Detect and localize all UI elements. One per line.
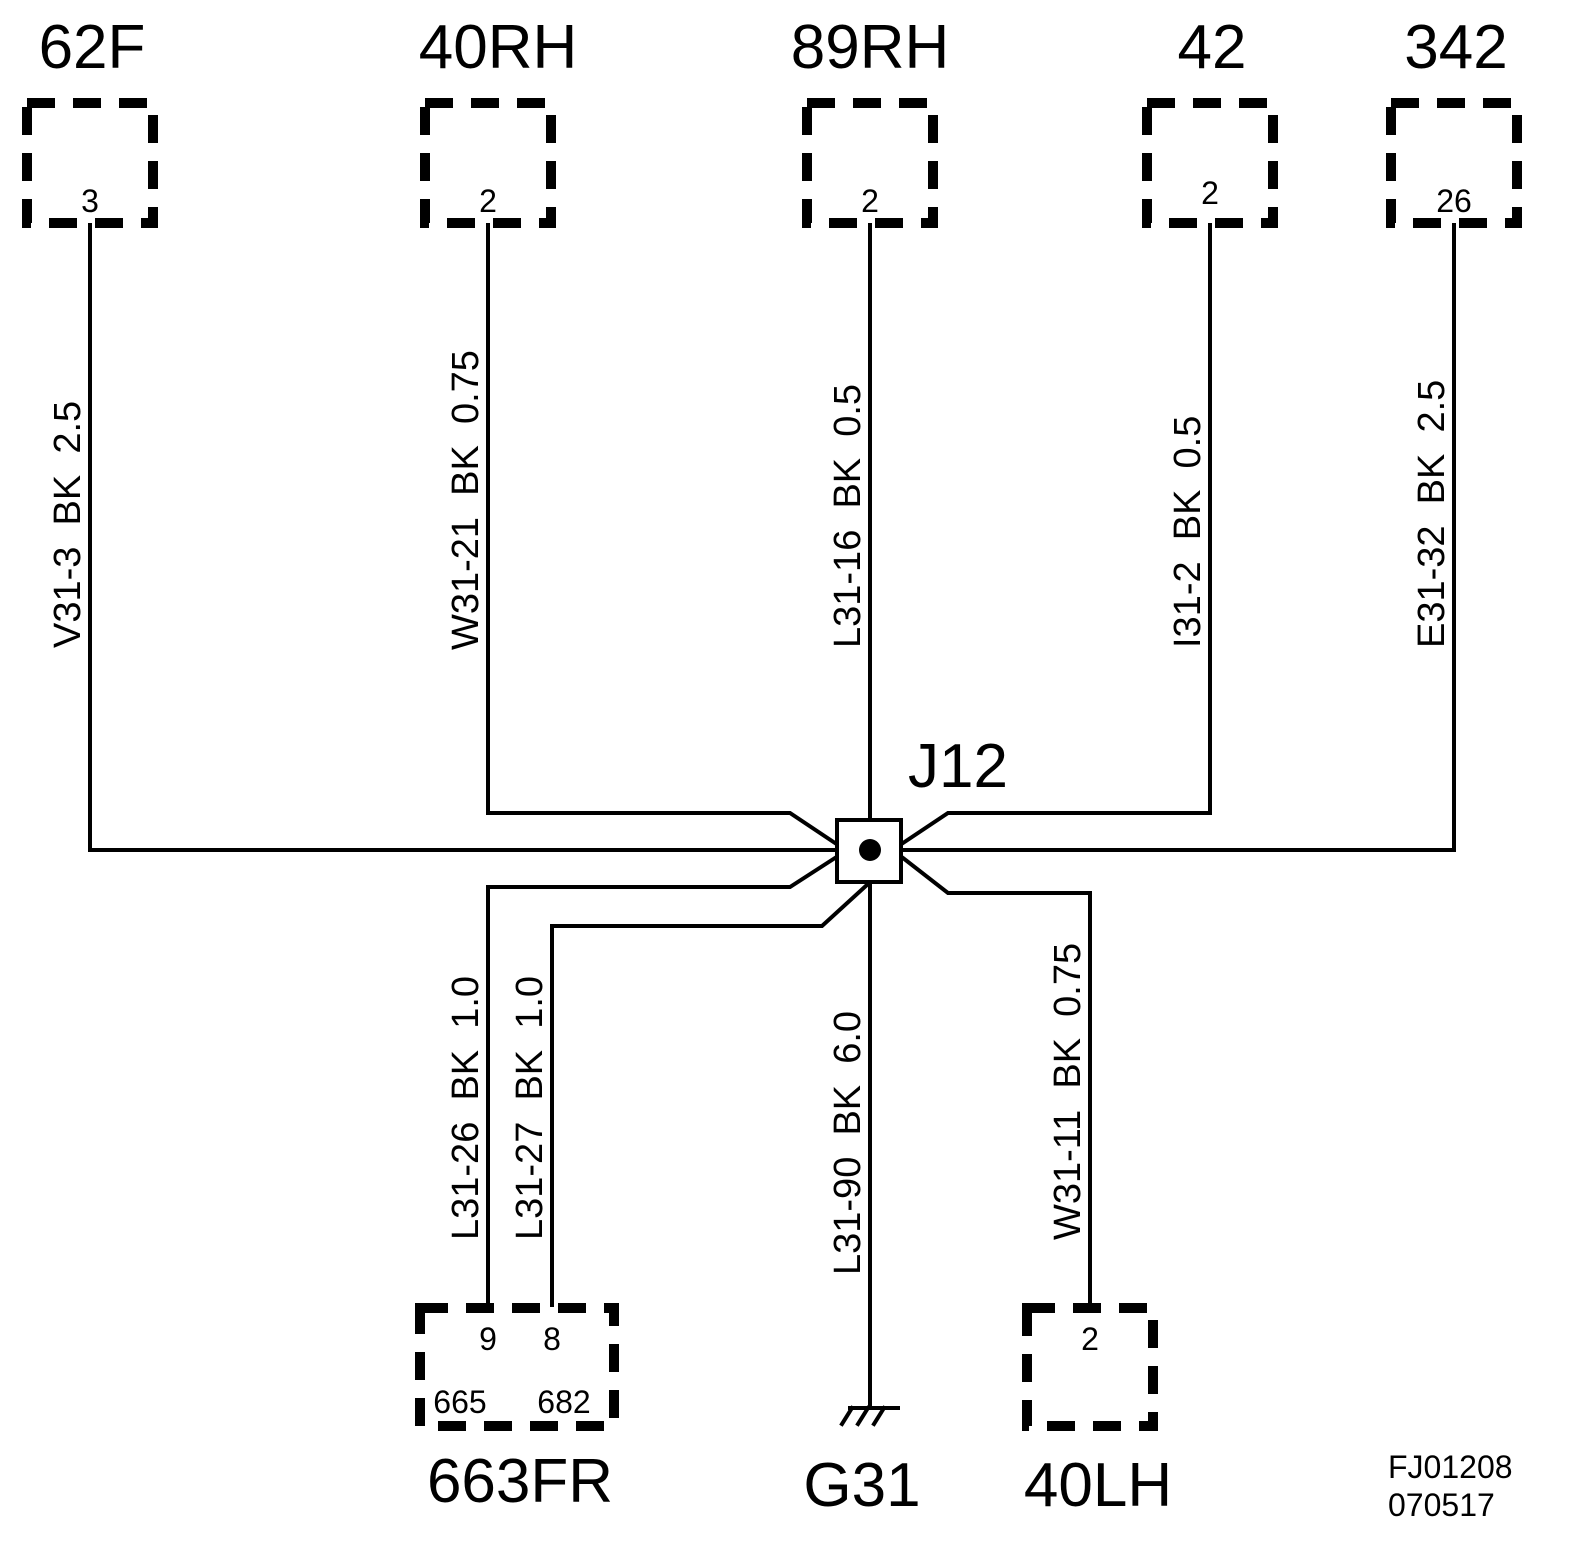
connector-40lh-box: [1022, 1303, 1158, 1431]
wire-v31-3: [88, 223, 837, 852]
ground-label: G31: [803, 1451, 920, 1520]
wire-label-w31-21: W31-21 BK 0.75: [445, 350, 487, 650]
drawing-code-line1: FJ01208: [1388, 1449, 1513, 1485]
connector-342: 342 26: [1386, 13, 1522, 228]
wire-label-i31-2: I31-2 BK 0.5: [1167, 416, 1209, 648]
wire-label-l31-90: L31-90 BK 6.0: [827, 1011, 869, 1275]
ground-icon: [839, 1405, 900, 1427]
connector-663fr-pin-9: 9: [479, 1321, 497, 1357]
connector-89rh-box: [802, 98, 938, 228]
connector-663fr-box: [415, 1303, 619, 1431]
connector-663fr: 9 8 665 682 663FR: [415, 1303, 619, 1516]
connector-342-label: 342: [1404, 13, 1507, 82]
wire-label-e31-32: E31-32 BK 2.5: [1411, 380, 1453, 648]
wire-label-l31-16: L31-16 BK 0.5: [827, 384, 869, 648]
connector-42: 42 2: [1142, 13, 1278, 228]
connector-40rh-label: 40RH: [419, 13, 578, 82]
connector-663fr-sublabel-682: 682: [537, 1384, 590, 1420]
connector-89rh: 89RH 2: [791, 13, 950, 228]
drawing-code: FJ01208 070517: [1388, 1449, 1513, 1523]
connector-42-pin: 2: [1201, 175, 1219, 211]
connector-89rh-label: 89RH: [791, 13, 950, 82]
connector-62f-pin: 3: [81, 183, 99, 219]
connector-40lh-pin: 2: [1081, 1321, 1099, 1357]
connector-40rh-pin: 2: [479, 183, 497, 219]
connector-342-pin: 26: [1436, 183, 1472, 219]
connector-89rh-pin: 2: [861, 183, 879, 219]
connector-40lh-label: 40LH: [1024, 1451, 1172, 1520]
drawing-code-line2: 070517: [1388, 1487, 1495, 1523]
wire-label-l31-26: L31-26 BK 1.0: [445, 976, 487, 1240]
connector-62f-box: [22, 98, 158, 228]
connector-40lh: 2 40LH: [1022, 1303, 1172, 1520]
connector-62f: 62F 3: [22, 13, 158, 228]
wire-l31-26: [486, 855, 838, 1307]
wire-e31-32: [901, 223, 1456, 852]
junction-label: J12: [908, 732, 1008, 801]
wire-l31-27: [550, 881, 871, 1307]
connector-42-box: [1142, 98, 1278, 228]
wire-label-w31-11: W31-11 BK 0.75: [1047, 943, 1089, 1240]
connector-663fr-label: 663FR: [427, 1447, 613, 1516]
connector-663fr-sublabel-665: 665: [433, 1384, 486, 1420]
wire-i31-2: [900, 223, 1212, 846]
connector-62f-label: 62F: [39, 13, 146, 82]
ground-g31: G31: [803, 1405, 921, 1520]
connector-40rh: 40RH 2: [419, 13, 578, 228]
connector-663fr-pin-8: 8: [543, 1321, 561, 1357]
connector-40rh-box: [420, 98, 556, 228]
connector-42-label: 42: [1178, 13, 1247, 82]
wire-w31-21: [486, 223, 838, 846]
junction-dot: [859, 839, 881, 861]
connector-342-box: [1386, 98, 1522, 228]
wire-label-l31-27: L31-27 BK 1.0: [509, 976, 551, 1240]
wire-w31-11: [900, 855, 1092, 1307]
junction-j12: J12: [835, 732, 1008, 884]
wire-label-v31-3: V31-3 BK 2.5: [47, 401, 89, 648]
